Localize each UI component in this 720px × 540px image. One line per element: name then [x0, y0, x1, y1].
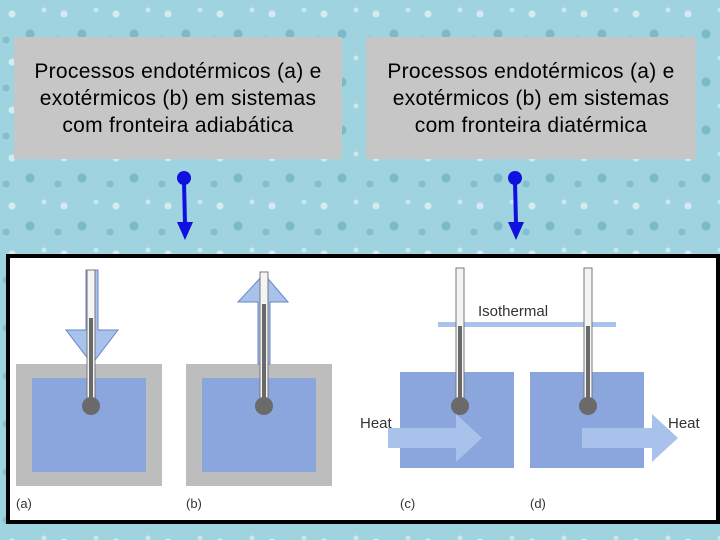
panel-a: [16, 269, 162, 486]
thermometer-stem-c: [458, 326, 462, 406]
panel-label-d: (d): [530, 496, 546, 511]
heat-in-arrow: [388, 414, 482, 462]
thermometer-stem-b: [262, 304, 266, 406]
system-b: [202, 378, 316, 472]
title-adiabatic: Processos endotérmicos (a) e exotérmicos…: [14, 37, 342, 159]
isothermal-bar: [438, 322, 616, 327]
heat-out-label: Heat: [668, 415, 701, 432]
process-diagram: Isothermal Heat Heat (a) (b) (c) (d): [16, 267, 701, 511]
title-adiabatic-text: Processos endotérmicos (a) e exotérmicos…: [34, 59, 322, 137]
panel-label-b: (b): [186, 496, 202, 511]
title-diathermic-text: Processos endotérmicos (a) e exotérmicos…: [387, 59, 675, 137]
process-figure: Isothermal Heat Heat (a) (b) (c) (d): [6, 254, 720, 524]
panel-label-a: (a): [16, 496, 32, 511]
isothermal-label: Isothermal: [478, 303, 548, 320]
thermometer-bulb-d: [579, 397, 597, 415]
pointer-arrows: [177, 171, 524, 240]
heat-out-arrow: [582, 414, 678, 462]
pointer-arrow-right: [508, 171, 524, 240]
thermometer-stem-a: [89, 318, 93, 406]
panel-c: Heat: [360, 267, 514, 468]
thermometer-stem-d: [586, 326, 590, 406]
title-diathermic: Processos endotérmicos (a) e exotérmicos…: [366, 37, 696, 159]
thermometer-bulb-a: [82, 397, 100, 415]
pointer-arrow-left: [177, 171, 193, 240]
thermometer-bulb-b: [255, 397, 273, 415]
panel-b: [186, 271, 332, 486]
thermometer-bulb-c: [451, 397, 469, 415]
panel-label-c: (c): [400, 496, 415, 511]
panel-d: Heat: [530, 267, 701, 468]
heat-in-label: Heat: [360, 415, 393, 432]
